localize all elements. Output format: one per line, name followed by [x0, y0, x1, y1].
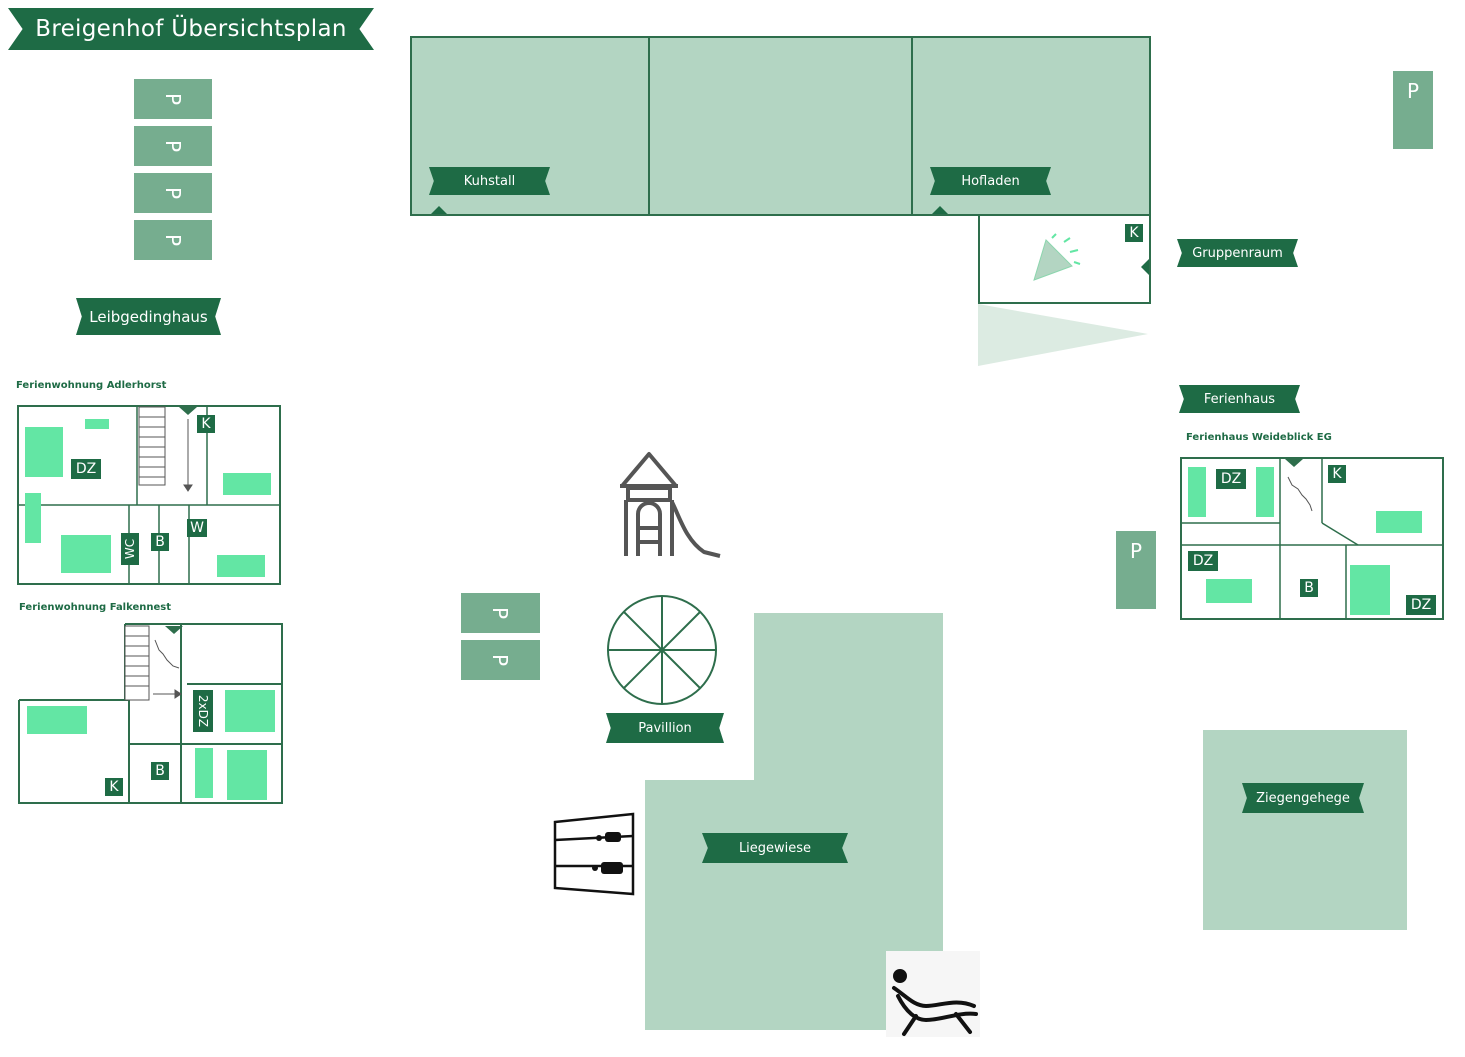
weideblick-room-dz1: DZ	[1216, 469, 1246, 489]
map-title: Breigenhof Übersichtsplan	[8, 8, 374, 50]
parking-spot-top-right: P	[1393, 71, 1433, 149]
parking-spot-1: P	[134, 79, 212, 119]
table	[85, 419, 109, 429]
adlerhorst-room-b: B	[151, 533, 169, 551]
leibgedinghaus-label: Leibgedinghaus	[76, 298, 221, 335]
falkennest-room-2xdz: 2xDZ	[193, 690, 213, 732]
parking-spot-4: P	[134, 220, 212, 260]
parking-spot-center-1: P	[461, 593, 540, 633]
falkennest-title: Ferienwohnung Falkennest	[19, 602, 172, 613]
weideblick-title: Ferienhaus Weideblick EG	[1186, 432, 1332, 443]
playground-icon	[620, 452, 721, 558]
bed	[227, 750, 267, 800]
stairs-icon	[138, 406, 193, 492]
bed	[25, 427, 63, 477]
bed	[1188, 467, 1206, 517]
adlerhorst-room-wc: WC	[121, 533, 139, 565]
bed	[225, 690, 275, 732]
sofa	[27, 706, 87, 734]
lounger-icon	[892, 969, 978, 1036]
pavilion-icon	[607, 595, 717, 705]
adlerhorst-floorplan: DZ K W B WC	[17, 405, 281, 585]
ziegengehege-area	[1203, 730, 1407, 930]
gruppenraum-room: K	[978, 214, 1151, 304]
ziegengehege-label: Ziegengehege	[1242, 783, 1364, 813]
sandbox-icon	[553, 812, 635, 896]
weideblick-room-dz2: DZ	[1188, 551, 1218, 571]
adlerhorst-room-w: W	[187, 519, 207, 537]
gruppenraum-label: Gruppenraum	[1177, 239, 1298, 267]
parking-spot-2: P	[134, 126, 212, 166]
falkennest-walls	[18, 623, 283, 804]
weideblick-walls	[1182, 459, 1444, 620]
sofa	[1376, 511, 1422, 533]
bed	[61, 535, 111, 573]
falkennest-floorplan: 2xDZ B K	[18, 623, 283, 804]
pavillion-label: Pavillion	[606, 713, 724, 743]
parking-spot-center-2: P	[461, 640, 540, 680]
bed	[1350, 565, 1390, 615]
parking-spot-ferienhaus: P	[1116, 531, 1156, 609]
falkennest-room-k: K	[105, 778, 123, 796]
kuhstall-label: Kuhstall	[429, 167, 550, 195]
wardrobe	[25, 493, 41, 543]
party-popper-icon	[1033, 233, 1081, 281]
entrance-marker	[431, 206, 447, 214]
middle-building	[648, 36, 913, 216]
liegewiese-label: Liegewiese	[702, 833, 848, 863]
adlerhorst-room-dz: DZ	[71, 459, 101, 479]
weideblick-room-dz3: DZ	[1406, 595, 1436, 615]
wardrobe	[195, 748, 213, 798]
ferienhaus-label: Ferienhaus	[1179, 385, 1300, 413]
entrance-marker	[932, 206, 948, 214]
gruppenraum-room-k: K	[1125, 224, 1143, 242]
bed	[1256, 467, 1274, 517]
sofa	[223, 473, 271, 495]
falkennest-room-b: B	[151, 762, 169, 780]
stairs-icon	[1287, 476, 1313, 512]
weideblick-room-b: B	[1300, 579, 1318, 597]
weideblick-floorplan: DZ K DZ B DZ	[1180, 457, 1444, 620]
sofa	[217, 555, 265, 577]
parking-spot-3: P	[134, 173, 212, 213]
sofa	[1206, 579, 1252, 603]
adlerhorst-title: Ferienwohnung Adlerhorst	[16, 380, 167, 391]
liegewiese-area-upper	[754, 613, 943, 783]
terrace-area	[978, 304, 1148, 366]
entrance-marker	[1141, 259, 1149, 275]
adlerhorst-walls	[19, 406, 281, 585]
weideblick-room-k: K	[1328, 465, 1346, 483]
hofladen-label: Hofladen	[930, 167, 1051, 195]
adlerhorst-room-k: K	[197, 415, 215, 433]
stairs-icon	[124, 625, 182, 701]
